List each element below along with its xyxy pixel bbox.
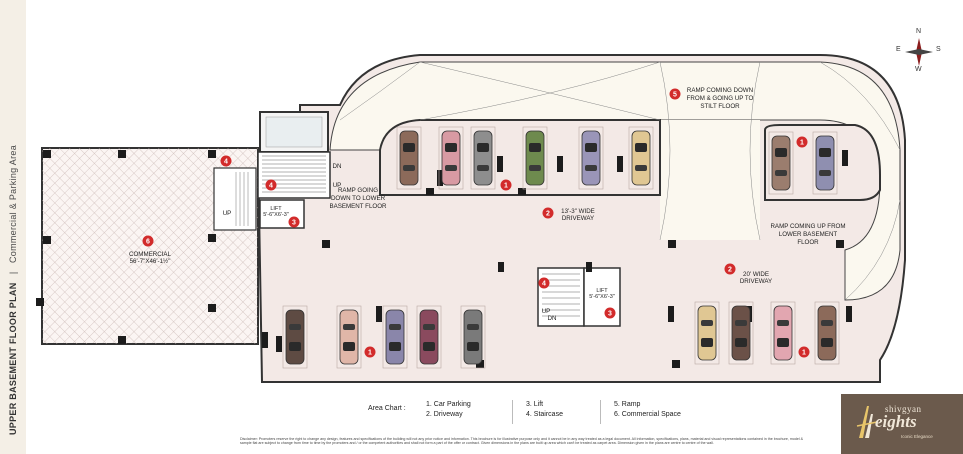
car-parking-spot bbox=[770, 301, 796, 365]
marker-number: 2 bbox=[728, 266, 732, 273]
car-parking-spot bbox=[438, 126, 464, 190]
legend-marker-parking: 1 bbox=[798, 346, 810, 358]
car-parking-spot bbox=[728, 301, 754, 365]
car-parking-spot bbox=[382, 305, 408, 369]
marker-number: 1 bbox=[504, 182, 508, 189]
stair-steps-right bbox=[542, 273, 580, 317]
disclaimer: Disclaimer: Promoters reserve the right … bbox=[240, 437, 804, 446]
sidebar: UPPER BASEMENT FLOOR PLAN | Commercial &… bbox=[0, 0, 26, 454]
staircase-left bbox=[257, 151, 331, 199]
area-chart-item: 2. Driveway bbox=[426, 411, 463, 418]
marker-number: 4 bbox=[224, 158, 228, 165]
markers-group: 5 1 2 1 2 1 1 6 4 4 4 3 3 bbox=[142, 88, 810, 358]
car-parking-spot bbox=[522, 126, 548, 190]
compass-w: W bbox=[915, 66, 922, 73]
car-parking-spot bbox=[416, 305, 442, 369]
area-chart-item: 6. Commercial Space bbox=[614, 411, 681, 418]
legend-marker-driveway: 2 bbox=[724, 263, 736, 275]
label-dn-left: DN bbox=[333, 163, 342, 170]
compass-s: S bbox=[936, 46, 941, 53]
area-chart-divider bbox=[600, 400, 601, 424]
logo-mark-icon bbox=[856, 406, 878, 438]
legend-marker-parking: 1 bbox=[796, 136, 808, 148]
car-parking-spot bbox=[628, 126, 654, 190]
brand-logo: shivgyan eights Iconic Elegance bbox=[841, 394, 963, 454]
compass-e: E bbox=[896, 46, 901, 53]
marker-number: 3 bbox=[292, 219, 296, 226]
marker-number: 6 bbox=[146, 238, 150, 245]
legend-marker-staircase: 4 bbox=[220, 155, 232, 167]
legend-marker-parking: 1 bbox=[500, 179, 512, 191]
car-parking-spot bbox=[814, 301, 840, 365]
marker-number: 1 bbox=[368, 349, 372, 356]
compass-n: N bbox=[916, 28, 922, 35]
compass-rose-icon bbox=[905, 38, 933, 66]
legend-marker-ramp: 5 bbox=[669, 88, 681, 100]
car-parking-spot bbox=[282, 305, 308, 369]
car-parking-spot bbox=[460, 305, 486, 369]
car-parking-spot bbox=[694, 301, 720, 365]
car-parking-spot bbox=[396, 126, 422, 190]
marker-number: 2 bbox=[546, 210, 550, 217]
legend-marker-staircase: 4 bbox=[265, 179, 277, 191]
logo-text-2: eights bbox=[875, 412, 917, 431]
marker-number: 1 bbox=[800, 139, 804, 146]
car-parking-spot bbox=[336, 305, 362, 369]
marker-number: 1 bbox=[802, 349, 806, 356]
car-parking-spot bbox=[470, 126, 496, 190]
legend-marker-parking: 1 bbox=[364, 346, 376, 358]
area-chart-item: 3. Lift bbox=[526, 401, 544, 408]
legend-marker-driveway: 2 bbox=[542, 207, 554, 219]
columns bbox=[36, 150, 852, 368]
ramp-center bbox=[660, 120, 760, 240]
legend-marker-lift: 3 bbox=[288, 216, 300, 228]
marker-number: 4 bbox=[542, 280, 546, 287]
stair-entry-left bbox=[213, 167, 257, 231]
marker-number: 4 bbox=[269, 182, 273, 189]
label-up-left: UP bbox=[333, 182, 342, 189]
area-chart-item: 5. Ramp bbox=[614, 401, 641, 408]
shaft-inner bbox=[265, 116, 323, 148]
logo-text-1: shivgyan bbox=[885, 404, 922, 414]
staircase-right bbox=[537, 267, 585, 327]
marker-number: 3 bbox=[608, 310, 612, 317]
stair-entry-steps bbox=[235, 172, 249, 226]
logo-text-3: Iconic Elegance bbox=[901, 434, 933, 439]
marker-number: 5 bbox=[673, 91, 677, 98]
area-chart-label: Area Chart : bbox=[368, 405, 406, 412]
legend-marker-commercial: 6 bbox=[142, 235, 154, 247]
area-chart: Area Chart : 1. Car Parking 2. Driveway … bbox=[368, 400, 788, 426]
label-dn-right: DN bbox=[548, 315, 557, 322]
car-parking-spot bbox=[812, 131, 838, 195]
area-chart-item: 4. Staircase bbox=[526, 411, 563, 418]
car-parking-spot bbox=[768, 131, 794, 195]
compass: N E S W bbox=[896, 28, 942, 73]
ramp-lines bbox=[339, 61, 901, 301]
area-chart-item: 1. Car Parking bbox=[426, 401, 471, 408]
car-parking-spot bbox=[578, 126, 604, 190]
label-up-right: UP bbox=[542, 308, 551, 315]
label-up-entry: UP bbox=[223, 210, 232, 217]
area-chart-divider bbox=[512, 400, 513, 424]
cars-group bbox=[282, 126, 840, 369]
legend-marker-staircase: 4 bbox=[538, 277, 550, 289]
ramp-band bbox=[329, 61, 901, 301]
legend-marker-lift: 3 bbox=[604, 307, 616, 319]
